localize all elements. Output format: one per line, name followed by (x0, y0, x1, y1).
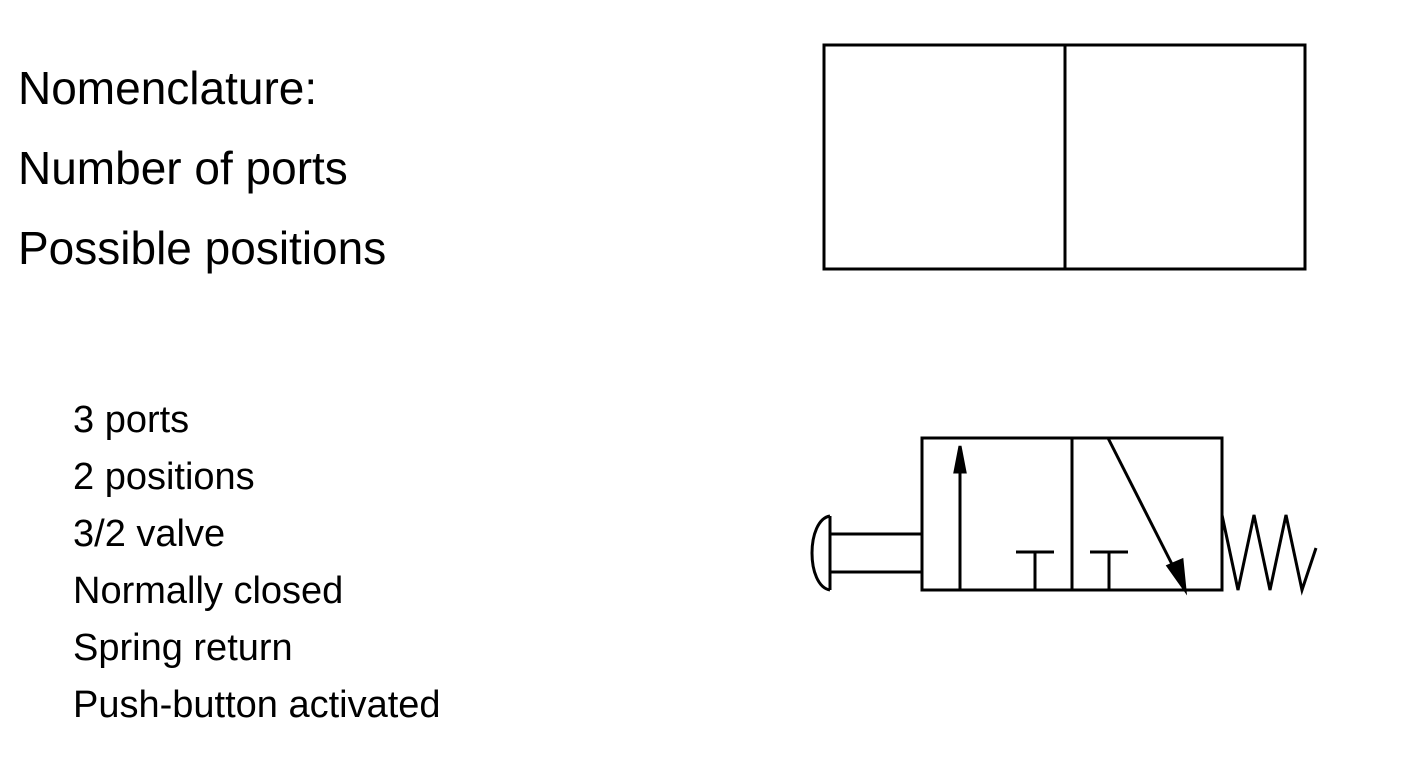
normal-state-item: Normally closed (73, 570, 344, 612)
actuation-item: Push-button activated (73, 684, 441, 726)
two-position-box (822, 43, 1307, 271)
up-arrow-icon (953, 445, 967, 474)
return-type-item: Spring return (73, 627, 293, 669)
push-button-actuator-icon (810, 514, 922, 592)
ports-count-item: 3 ports (73, 399, 190, 441)
positions-count-item: 2 positions (73, 456, 255, 498)
valve-type-item: 3/2 valve (73, 513, 226, 555)
right-position-flow (1090, 437, 1188, 596)
valve-properties-list: 3 ports 2 positions 3/2 valve Normally c… (73, 392, 441, 734)
flow-line-diagonal (1106, 437, 1182, 581)
number-of-ports-label: Number of ports (18, 142, 348, 194)
push-button-head (810, 514, 831, 592)
spring-return-icon (1220, 514, 1318, 596)
nomenclature-title: Nomenclature: (18, 62, 318, 114)
left-position-flow (953, 445, 1054, 590)
possible-positions-label: Possible positions (18, 222, 387, 274)
valve-symbol (810, 436, 1318, 596)
nomenclature-heading: Nomenclature: Number of ports Possible p… (18, 48, 386, 288)
diagonal-arrow-icon (1165, 557, 1188, 596)
